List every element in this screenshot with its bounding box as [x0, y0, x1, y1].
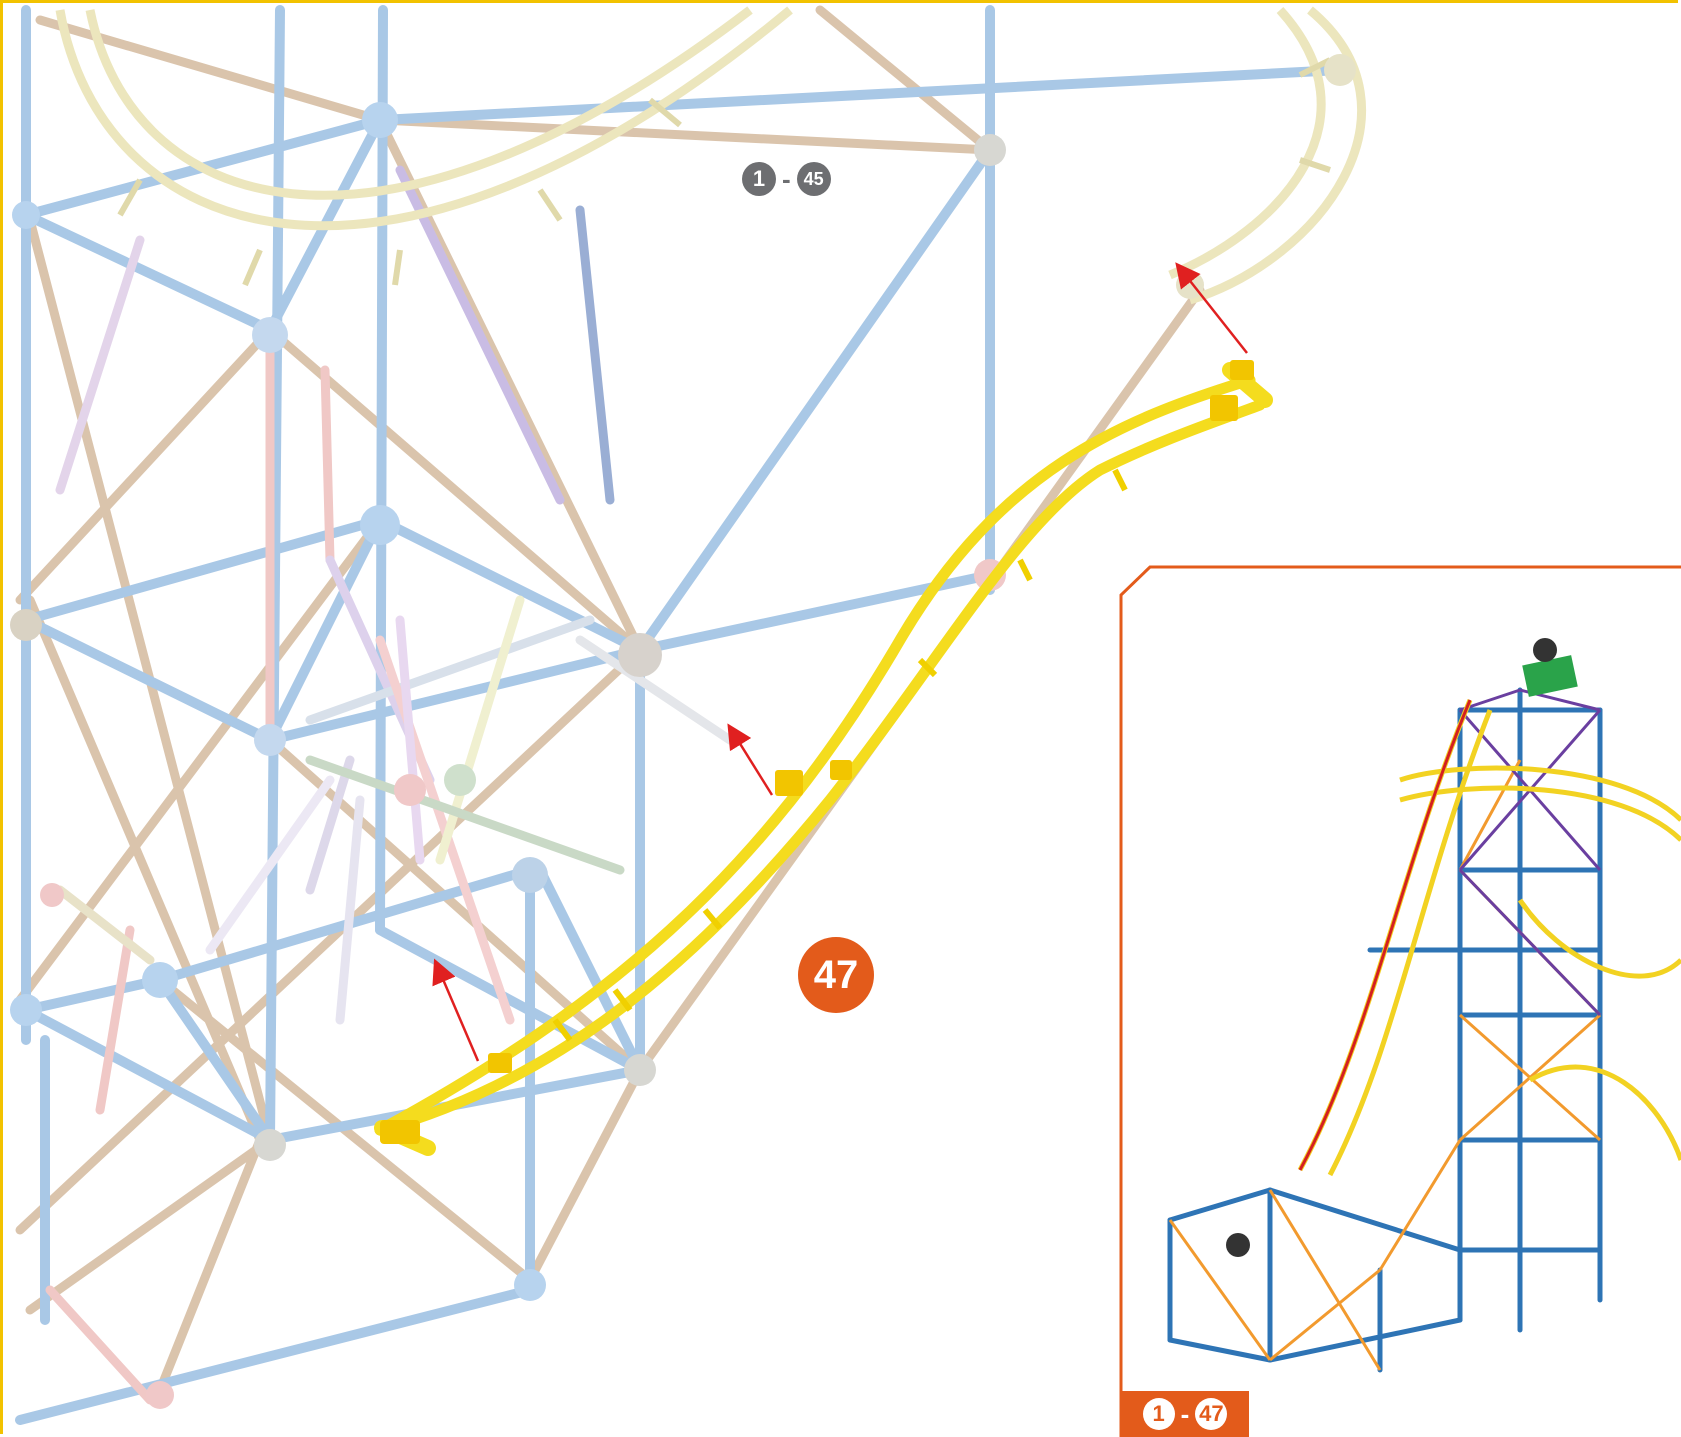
- pastel-rods: [45, 165, 735, 1405]
- arrow-bottom: [432, 958, 480, 1062]
- blue-rods: [15, 5, 1345, 1425]
- attach-arrows: [432, 262, 1248, 1062]
- new-yellow-track: [374, 362, 1273, 1156]
- hub-connectors: [10, 54, 1356, 1409]
- inset-range-start: 1: [1142, 1398, 1175, 1430]
- arrow-middle: [727, 723, 774, 796]
- inset-range-dash: -: [1180, 1399, 1190, 1429]
- yellow-track-connectors: [380, 360, 1254, 1144]
- yellow-track-ties: [552, 468, 1128, 1042]
- inset-step-range: 1 - 47: [1121, 1391, 1249, 1437]
- cream-track-ties: [117, 57, 1332, 287]
- inset-range-end: 47: [1195, 1398, 1228, 1430]
- arrow-top: [1175, 262, 1248, 354]
- inset-frame: [1119, 565, 1681, 1437]
- range-start-badge: 1: [742, 162, 776, 196]
- range-end-badge: 45: [796, 162, 831, 196]
- current-step-number: 47: [798, 937, 874, 1013]
- previous-steps-range: 1 - 45: [742, 162, 831, 196]
- completed-model-overview: [1167, 638, 1681, 1373]
- range-dash: -: [782, 164, 791, 194]
- existing-cream-track: [55, 6, 1366, 305]
